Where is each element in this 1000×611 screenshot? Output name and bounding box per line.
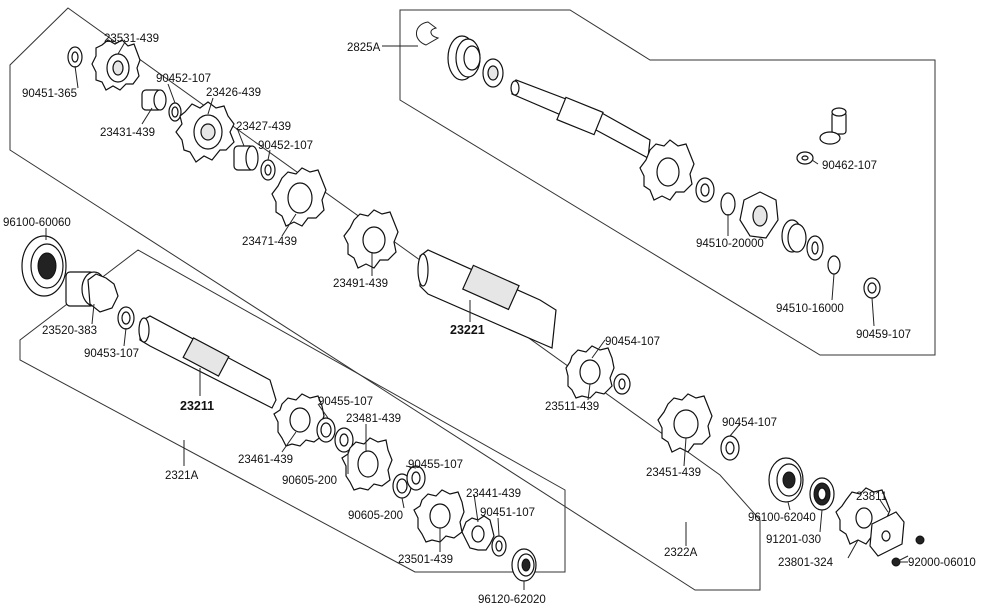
label-90462: 90462-107 bbox=[822, 160, 877, 172]
label-94510-16000: 94510-16000 bbox=[776, 303, 844, 315]
gear-23531 bbox=[91, 39, 141, 91]
kick-spring-assembly bbox=[447, 35, 504, 88]
bushing-23427 bbox=[233, 145, 259, 171]
label-90455-107a: 90455-107 bbox=[318, 396, 373, 408]
label-96100-60060: 96100-60060 bbox=[3, 217, 71, 229]
ratchet-kick bbox=[739, 191, 779, 239]
label-91201: 91201-030 bbox=[766, 534, 821, 546]
label-23221: 23221 bbox=[450, 323, 485, 337]
label-23531: 23531-439 bbox=[104, 33, 159, 45]
gear-23481 bbox=[341, 437, 393, 491]
label-23481: 23481-439 bbox=[346, 413, 401, 425]
label-23211: 23211 bbox=[180, 399, 214, 413]
countershaft-23221 bbox=[417, 249, 557, 349]
bearing-96120-62020 bbox=[511, 548, 537, 582]
kickstarter-group-outline bbox=[399, 9, 936, 356]
part-labels: 23531-439 90451-365 90452-107 23426-439 … bbox=[3, 33, 976, 606]
label-23811: 23811 bbox=[856, 491, 887, 503]
label-96100-62040: 96100-62040 bbox=[748, 512, 816, 524]
output-shaft-23211 bbox=[138, 315, 277, 409]
gear-23511 bbox=[565, 345, 615, 399]
label-23501: 23501-439 bbox=[398, 554, 453, 566]
gear-23501 bbox=[413, 489, 465, 543]
label-23471: 23471-439 bbox=[242, 236, 297, 248]
label-2321A: 2321A bbox=[165, 470, 199, 482]
label-90452-107a: 90452-107 bbox=[156, 73, 211, 85]
label-90605-200b: 90605-200 bbox=[348, 510, 403, 522]
bearing-96100-60060 bbox=[21, 235, 67, 297]
gear-23451 bbox=[657, 393, 713, 453]
seal-91201-030 bbox=[809, 477, 835, 511]
kick-gear bbox=[639, 139, 695, 201]
label-2825A: 2825A bbox=[347, 42, 381, 54]
leader-lines bbox=[45, 41, 908, 590]
label-90454-107a: 90454-107 bbox=[605, 336, 660, 348]
gear-23471 bbox=[271, 167, 327, 227]
label-96120: 96120-62020 bbox=[478, 594, 546, 606]
label-23426: 23426-439 bbox=[206, 87, 261, 99]
bearing-96100-62040 bbox=[768, 457, 804, 503]
label-23801: 23801-324 bbox=[778, 557, 834, 569]
bushing-23431 bbox=[141, 89, 167, 111]
label-23511: 23511-439 bbox=[545, 401, 599, 413]
label-90454-107b: 90454-107 bbox=[722, 417, 777, 429]
label-23431: 23431-439 bbox=[100, 127, 155, 139]
label-90453: 90453-107 bbox=[84, 348, 139, 360]
gear-23491 bbox=[343, 209, 399, 269]
gear-23461 bbox=[273, 393, 325, 447]
label-23491: 23491-439 bbox=[333, 278, 388, 290]
label-90452-107b: 90452-107 bbox=[258, 140, 313, 152]
label-23427: 23427-439 bbox=[236, 121, 291, 133]
plate-23811 bbox=[869, 511, 905, 557]
countershaft-group-outline bbox=[9, 7, 761, 591]
output-shaft-group-outline bbox=[19, 249, 566, 573]
gear-23426 bbox=[175, 101, 235, 163]
shift-pin bbox=[819, 107, 847, 145]
label-90451-107: 90451-107 bbox=[480, 507, 535, 519]
label-90455-107b: 90455-107 bbox=[408, 459, 463, 471]
spring-kick bbox=[781, 219, 807, 253]
label-23461: 23461-439 bbox=[238, 454, 293, 466]
label-94510-20000: 94510-20000 bbox=[696, 238, 764, 250]
kick-shaft bbox=[510, 79, 651, 159]
label-90459: 90459-107 bbox=[856, 329, 911, 341]
label-90605-200a: 90605-200 bbox=[282, 475, 337, 487]
label-23451: 23451-439 bbox=[646, 467, 701, 479]
circlip-94510-16000 bbox=[827, 255, 841, 275]
gear-23441 bbox=[461, 515, 495, 551]
label-90451-365: 90451-365 bbox=[22, 88, 77, 100]
gear-23520 bbox=[65, 271, 119, 313]
label-92000: 92000-06010 bbox=[908, 557, 976, 569]
circlip-2825A bbox=[416, 21, 440, 46]
circlip-94510-20000 bbox=[720, 192, 736, 216]
label-23520: 23520-383 bbox=[42, 325, 97, 337]
label-2322A: 2322A bbox=[664, 547, 698, 559]
label-23441: 23441-439 bbox=[466, 488, 521, 500]
